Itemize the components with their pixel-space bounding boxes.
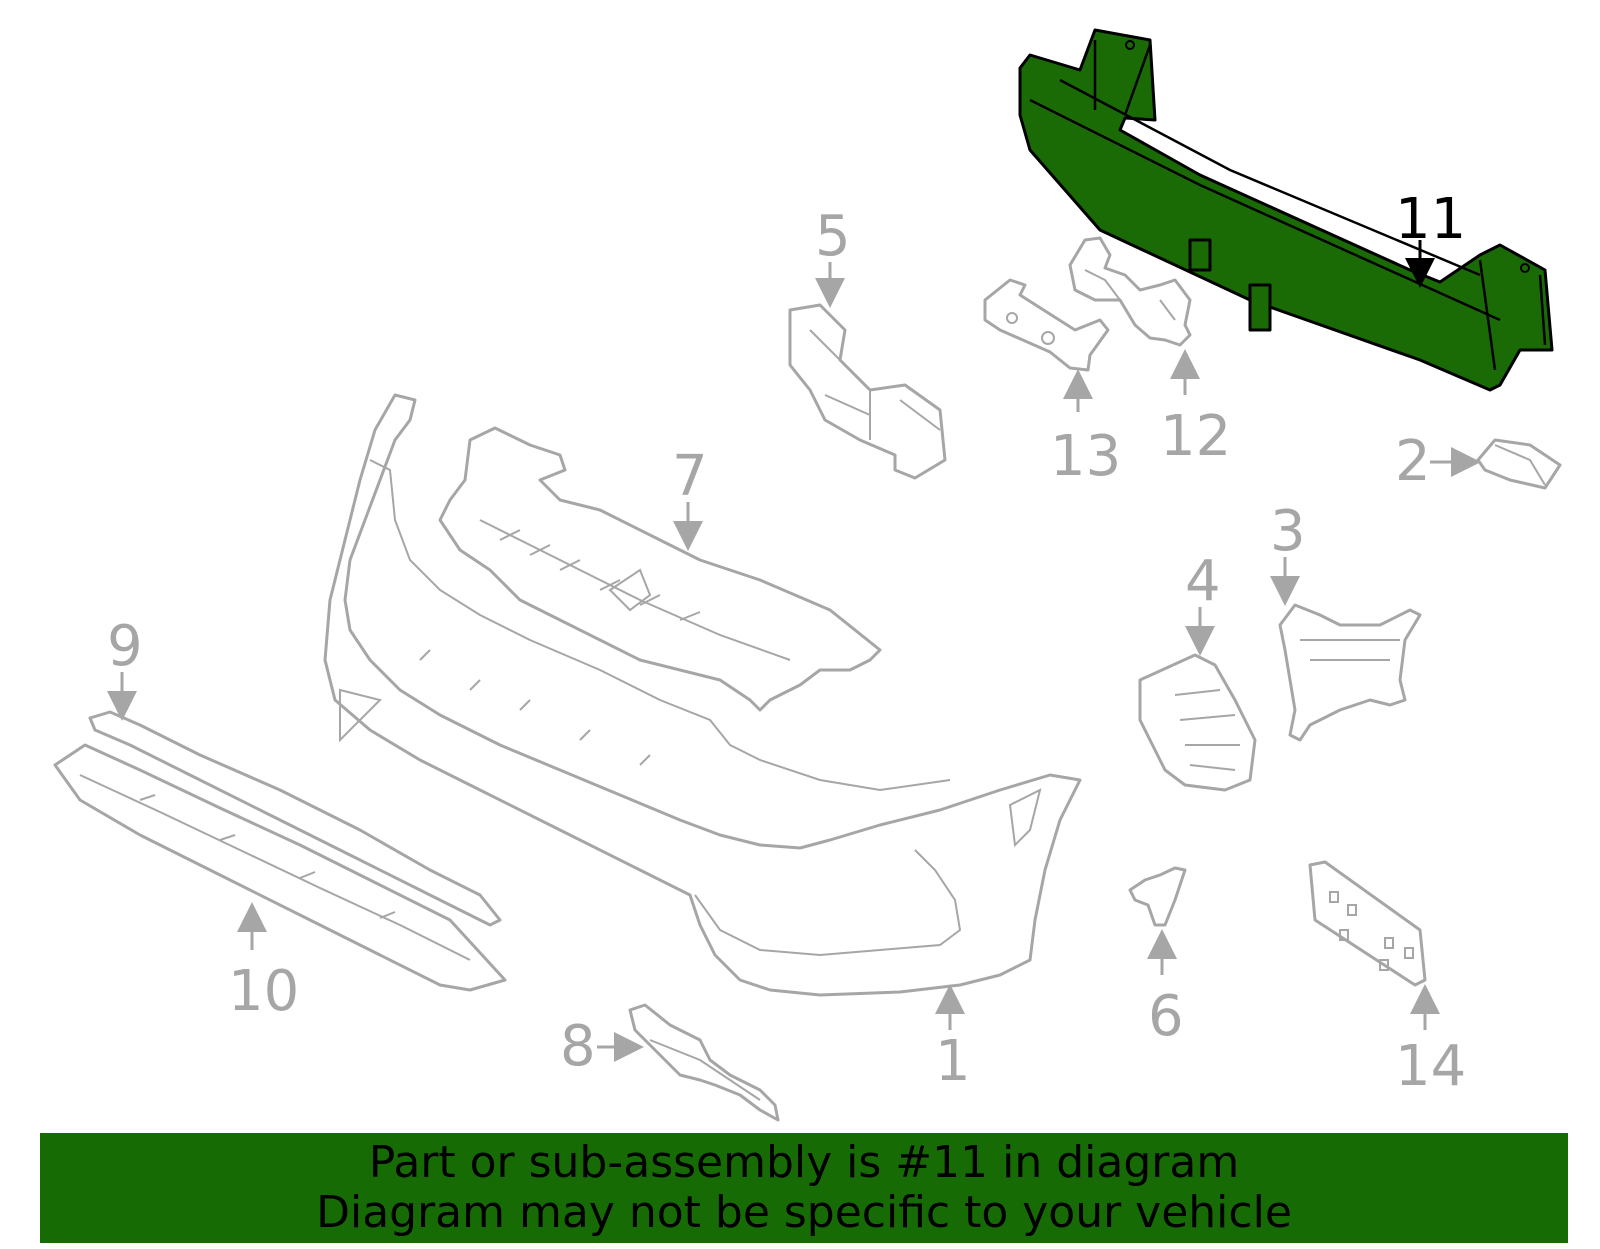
svg-text:13: 13 <box>1050 424 1121 489</box>
part-9-strip[interactable] <box>88 710 502 927</box>
svg-text:8: 8 <box>560 1014 596 1079</box>
callout-10: 10 <box>228 902 299 1024</box>
svg-text:10: 10 <box>228 959 299 1024</box>
svg-text:3: 3 <box>1270 499 1306 564</box>
callout-7: 7 <box>672 444 708 551</box>
part-3-bracket[interactable] <box>1278 603 1422 742</box>
svg-text:9: 9 <box>107 614 143 679</box>
svg-text:11: 11 <box>1395 187 1466 252</box>
part-12-bracket[interactable] <box>1068 236 1192 347</box>
callout-11: 11 <box>1395 187 1466 288</box>
banner-line-1: Part or sub-assembly is #11 in diagram <box>368 1137 1240 1188</box>
part-8-bracket[interactable] <box>628 1003 780 1122</box>
callout-4: 4 <box>1185 549 1221 656</box>
svg-text:2: 2 <box>1395 429 1431 494</box>
callout-5: 5 <box>815 204 851 308</box>
svg-text:4: 4 <box>1185 549 1221 614</box>
part-5-bracket[interactable] <box>788 303 947 480</box>
banner-line-2: Diagram may not be specific to your vehi… <box>316 1187 1292 1238</box>
svg-text:7: 7 <box>672 444 708 509</box>
part-10-lower-valance[interactable] <box>53 743 507 992</box>
callout-12: 12 <box>1160 349 1231 469</box>
part-2-clip[interactable] <box>1476 438 1562 490</box>
svg-text:6: 6 <box>1148 984 1184 1049</box>
svg-text:14: 14 <box>1395 1034 1466 1099</box>
callout-9: 9 <box>107 614 143 721</box>
svg-text:1: 1 <box>935 1029 971 1094</box>
callout-13: 13 <box>1050 369 1121 489</box>
info-banner: Part or sub-assembly is #11 in diagram D… <box>40 1133 1568 1243</box>
part-13-bracket[interactable] <box>983 278 1110 372</box>
part-4-bezel[interactable] <box>1138 653 1257 792</box>
callout-14: 14 <box>1395 984 1466 1099</box>
svg-text:5: 5 <box>815 204 851 269</box>
svg-text:12: 12 <box>1160 404 1231 469</box>
part-6-sensor[interactable] <box>1128 866 1187 927</box>
part-14-plate-bracket[interactable] <box>1308 860 1427 987</box>
callout-8: 8 <box>560 1014 644 1079</box>
part-11-bumper-reinforcement[interactable] <box>1018 28 1554 392</box>
callout-1: 1 <box>935 984 971 1094</box>
part-7-grille-carrier[interactable] <box>438 426 882 712</box>
callout-2: 2 <box>1395 429 1481 494</box>
callout-6: 6 <box>1147 929 1184 1049</box>
part-1-bumper-cover[interactable] <box>323 393 1082 997</box>
callout-3: 3 <box>1270 499 1306 606</box>
